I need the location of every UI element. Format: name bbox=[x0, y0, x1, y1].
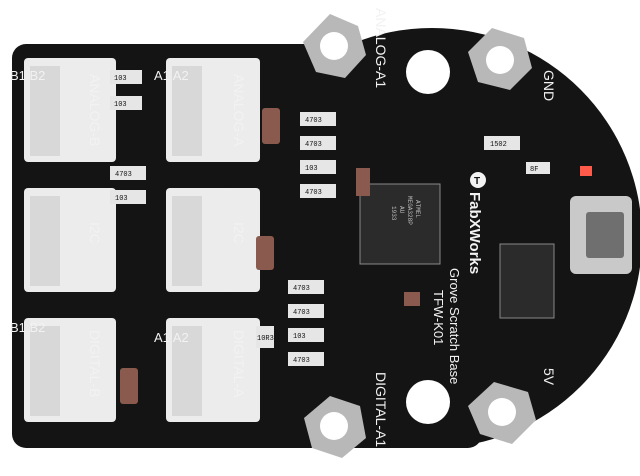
center-hole-top bbox=[406, 50, 450, 94]
resistor-14-code: 103 bbox=[115, 195, 128, 203]
resistor-13: 4703 bbox=[110, 166, 146, 180]
grove-connector-i2c-right bbox=[166, 188, 260, 292]
microcontroller-chip: ATMEL MEGA328P AU 1933 bbox=[359, 183, 441, 265]
usb-port bbox=[570, 196, 632, 274]
capacitor-5 bbox=[356, 168, 370, 196]
pins-analog-a: A1 A2 bbox=[154, 68, 189, 83]
resistor-5-code: 1502 bbox=[490, 141, 507, 149]
resistor-14: 103 bbox=[110, 190, 146, 204]
resistor-5: 1502 bbox=[484, 136, 520, 150]
brand-logo-letter: T bbox=[474, 176, 480, 187]
pins-digital-a: A1 A2 bbox=[154, 330, 189, 345]
grove-connector-digital-a bbox=[166, 318, 260, 422]
resistor-7-code: 4703 bbox=[293, 285, 310, 293]
resistor-3-code: 103 bbox=[305, 165, 318, 173]
resistor-2-code: 4703 bbox=[305, 141, 322, 149]
mount-pad-top-right bbox=[468, 28, 532, 90]
label-pad-gnd: GND bbox=[541, 70, 557, 101]
label-pad-digital-a1: DIGITAL-A1 bbox=[373, 372, 389, 447]
resistor-10: 4703 bbox=[288, 352, 324, 366]
brand-logo: T bbox=[470, 172, 486, 188]
resistor-9-code: 103 bbox=[293, 333, 306, 341]
brand-name: FabXWorks bbox=[466, 192, 483, 274]
model-number: TFW-K01 bbox=[431, 290, 446, 345]
resistor-15-code: 10R3 bbox=[257, 335, 274, 343]
resistor-4: 4703 bbox=[300, 184, 336, 198]
resistor-8-code: 4703 bbox=[293, 309, 310, 317]
resistor-3: 103 bbox=[300, 160, 336, 174]
label-digital-b: DIGITAL-B bbox=[87, 330, 103, 397]
resistor-12-code: 103 bbox=[114, 101, 127, 109]
product-name: Grove Scratch Base bbox=[447, 268, 462, 384]
grove-connector-analog-b bbox=[24, 58, 116, 162]
capacitor-1 bbox=[262, 108, 280, 144]
resistor-2: 4703 bbox=[300, 136, 336, 150]
label-analog-a: ANALOG-A bbox=[231, 74, 247, 147]
capacitor-3 bbox=[120, 368, 138, 404]
label-i2c-left: I2C bbox=[87, 222, 103, 244]
label-i2c-right: I2C bbox=[231, 222, 247, 244]
resistor-8: 4703 bbox=[288, 304, 324, 318]
mount-pad-bottom-left bbox=[304, 396, 366, 458]
grove-connector-analog-a bbox=[166, 58, 260, 162]
usb-serial-chip bbox=[499, 243, 555, 319]
resistor-1: 4703 bbox=[300, 112, 336, 126]
label-digital-a: DIGITAL-A bbox=[231, 330, 247, 398]
pins-analog-b: B1 B2 bbox=[10, 68, 45, 83]
chip-line-4: 1933 bbox=[390, 206, 397, 221]
capacitor-2 bbox=[256, 236, 274, 270]
status-led bbox=[580, 166, 592, 176]
grove-connector-i2c-left bbox=[24, 188, 116, 292]
resistor-4-code: 4703 bbox=[305, 189, 322, 197]
mount-pad-bottom-right bbox=[468, 382, 536, 444]
resistor-6: 8F bbox=[526, 162, 550, 174]
capacitor-4 bbox=[404, 292, 420, 306]
grove-connector-digital-b bbox=[24, 318, 116, 422]
resistor-11: 103 bbox=[110, 70, 142, 84]
label-pad-analog-a1: ANALOG-A1 bbox=[373, 8, 389, 88]
resistor-6-code: 8F bbox=[530, 166, 538, 174]
mount-pad-top-left bbox=[303, 14, 366, 78]
label-analog-b: ANALOG-B bbox=[87, 74, 103, 146]
chip-line-2: MEGA328P bbox=[406, 196, 413, 225]
resistor-12: 103 bbox=[110, 96, 142, 110]
resistor-10-code: 4703 bbox=[293, 357, 310, 365]
resistor-13-code: 4703 bbox=[115, 171, 132, 179]
chip-line-3: AU bbox=[398, 206, 405, 214]
chip-line-1: ATMEL bbox=[414, 200, 421, 218]
resistor-11-code: 103 bbox=[114, 75, 127, 83]
pins-digital-b: B1 B2 bbox=[10, 320, 45, 335]
center-hole-bottom bbox=[406, 380, 450, 424]
resistor-15: 10R3 bbox=[256, 326, 274, 348]
resistor-1-code: 4703 bbox=[305, 117, 322, 125]
resistor-7: 4703 bbox=[288, 280, 324, 294]
label-pad-5v: 5V bbox=[541, 368, 557, 386]
resistor-9: 103 bbox=[288, 328, 324, 342]
